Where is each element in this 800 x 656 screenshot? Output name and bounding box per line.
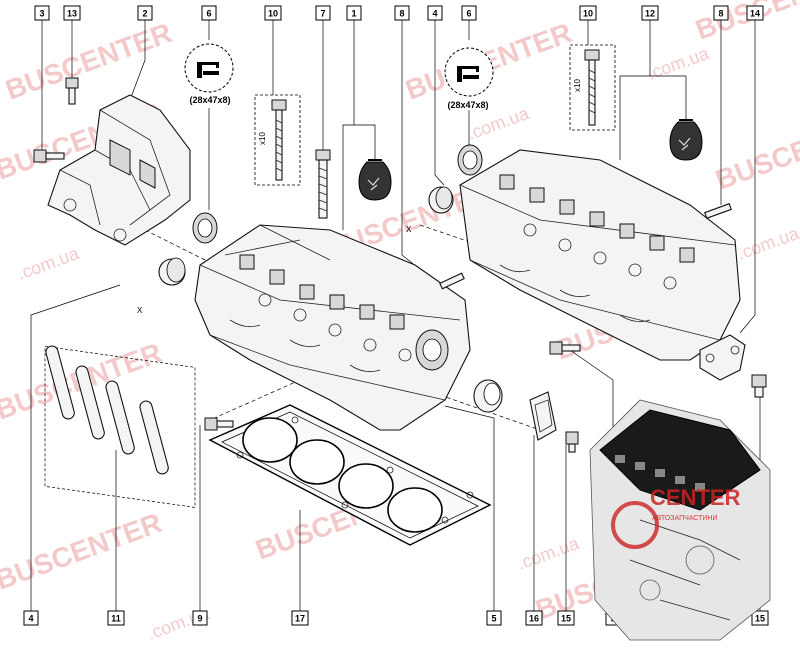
callout-4: 4 bbox=[427, 5, 443, 21]
svg-text:9: 9 bbox=[197, 614, 202, 624]
seal-size-label: (28x47x8) bbox=[447, 100, 488, 110]
seal-callout-left: (28x47x8) bbox=[184, 43, 234, 105]
cam-ring bbox=[473, 379, 503, 413]
seal-profile-icon bbox=[197, 62, 219, 78]
callout-5: 5 bbox=[486, 610, 502, 626]
oil-seal-right bbox=[457, 144, 483, 176]
callout-10: 10 bbox=[264, 5, 282, 21]
seal-callout-right: (28x47x8) bbox=[444, 47, 494, 110]
stud-left bbox=[439, 272, 465, 290]
callout-8: 8 bbox=[394, 5, 410, 21]
grease-bag-right bbox=[669, 119, 703, 161]
svg-text:4: 4 bbox=[432, 9, 437, 19]
svg-text:13: 13 bbox=[67, 9, 77, 19]
callout-17: 17 bbox=[291, 610, 309, 626]
cylinder-head-right bbox=[459, 149, 741, 361]
callout-12: 12 bbox=[641, 5, 659, 21]
seal-lip-icon bbox=[463, 75, 479, 79]
callout-13: 13 bbox=[63, 5, 81, 21]
watermark-domain: .com.ua bbox=[645, 43, 713, 84]
seal-profile-icon bbox=[457, 66, 479, 82]
watermark-brand: BUSCENTER bbox=[0, 507, 166, 596]
callout-6: 6 bbox=[201, 5, 217, 21]
callout-15: 15 bbox=[751, 610, 769, 626]
svg-text:5: 5 bbox=[491, 614, 496, 624]
watermark-brand: BUSCENTER bbox=[691, 0, 800, 46]
watermark-domain: .com.ua bbox=[15, 243, 83, 284]
watermark-brand: BUSCENTER bbox=[1, 17, 175, 106]
small-bracket bbox=[529, 391, 557, 441]
svg-text:15: 15 bbox=[561, 614, 571, 624]
bracket-bolt-13 bbox=[65, 77, 79, 105]
callout-16: 16 bbox=[525, 610, 543, 626]
watermark-brand: BUSCENTER bbox=[711, 107, 800, 196]
svg-text:1: 1 bbox=[351, 9, 356, 19]
cover-plate bbox=[699, 334, 746, 381]
watermark-domain: .com.ua bbox=[735, 223, 800, 264]
svg-text:10: 10 bbox=[583, 9, 593, 19]
plate-bolt-15 bbox=[751, 374, 767, 398]
cylinder-head-stud bbox=[315, 149, 331, 219]
bolt-9-left bbox=[204, 417, 234, 431]
svg-text:2: 2 bbox=[142, 9, 147, 19]
callout-7: 7 bbox=[315, 5, 331, 21]
callout-2: 2 bbox=[137, 5, 153, 21]
svg-text:11: 11 bbox=[111, 614, 121, 624]
cam-plug-left: X bbox=[137, 257, 186, 315]
callout-8: 8 bbox=[713, 5, 729, 21]
svg-text:6: 6 bbox=[466, 9, 471, 19]
bolt-set-left: x10 bbox=[254, 94, 301, 186]
callout-1: 1 bbox=[346, 5, 362, 21]
seal-lip-icon bbox=[203, 71, 219, 75]
svg-text:15: 15 bbox=[755, 614, 765, 624]
stud-right bbox=[704, 203, 732, 219]
grease-symbol-icon bbox=[678, 137, 691, 151]
callout-10: 10 bbox=[579, 5, 597, 21]
oil-seal-left bbox=[192, 212, 218, 244]
callout-6: 6 bbox=[461, 5, 477, 21]
svg-text:8: 8 bbox=[718, 9, 723, 19]
cylinder-head-left bbox=[194, 224, 471, 431]
svg-text:14: 14 bbox=[750, 9, 760, 19]
bolt-qty-label: x10 bbox=[258, 132, 267, 145]
logo-text: CENTER bbox=[650, 485, 741, 510]
callout-4: 4 bbox=[23, 610, 39, 626]
callout-3: 3 bbox=[34, 5, 50, 21]
grease-bag-left bbox=[358, 159, 392, 201]
bracket-bolt-15 bbox=[565, 431, 579, 453]
engine-bracket bbox=[47, 94, 191, 246]
brand-logo: CENTER АВТОЗАПЧАСТИНИ bbox=[611, 485, 741, 549]
bolt-9-right bbox=[549, 341, 581, 355]
svg-text:17: 17 bbox=[295, 614, 305, 624]
bolt-set-right: x10 bbox=[569, 44, 616, 131]
logo-subtext: АВТОЗАПЧАСТИНИ bbox=[652, 515, 718, 522]
svg-text:8: 8 bbox=[399, 9, 404, 19]
marker-x: X bbox=[406, 225, 412, 234]
callout-11: 11 bbox=[107, 610, 125, 626]
tube-set bbox=[44, 345, 196, 508]
callout-15: 15 bbox=[557, 610, 575, 626]
callout-9: 9 bbox=[192, 610, 208, 626]
watermark-domain: .com.ua bbox=[515, 533, 583, 574]
grease-symbol-icon bbox=[367, 177, 380, 191]
svg-text:10: 10 bbox=[268, 9, 278, 19]
svg-text:12: 12 bbox=[645, 9, 655, 19]
svg-text:4: 4 bbox=[28, 614, 33, 624]
svg-text:6: 6 bbox=[206, 9, 211, 19]
callouts-top: 3 13 2 6 10 7 1 8 bbox=[34, 5, 764, 21]
head-gasket bbox=[208, 404, 492, 546]
bolt-qty-label: x10 bbox=[573, 79, 582, 92]
marker-x: X bbox=[137, 306, 143, 315]
svg-text:16: 16 bbox=[529, 614, 539, 624]
bracket-bolt-3 bbox=[33, 149, 65, 163]
svg-text:7: 7 bbox=[320, 9, 325, 19]
engine-thumbnail bbox=[589, 399, 771, 641]
leader-lines bbox=[30, 20, 761, 611]
cam-plug-right: X bbox=[406, 186, 454, 234]
callout-14: 14 bbox=[746, 5, 764, 21]
svg-text:3: 3 bbox=[39, 9, 44, 19]
seal-size-label: (28x47x8) bbox=[189, 95, 230, 105]
